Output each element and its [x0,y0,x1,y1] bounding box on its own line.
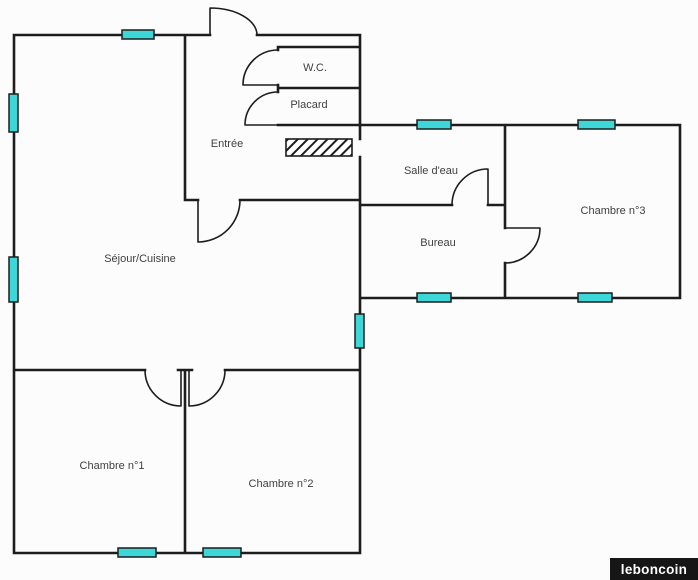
window [8,256,19,303]
windows [8,29,616,558]
watermark-background [610,558,698,580]
watermark-logo-text: leboncoin [621,562,687,577]
leboncoin-watermark: leboncoin [610,558,698,580]
room-label-chambre2: Chambre n°2 [249,478,314,490]
room-label-sejour: Séjour/Cuisine [104,253,176,265]
window [202,547,242,558]
room-label-bureau: Bureau [420,237,455,249]
window [121,29,155,40]
window [577,292,613,303]
room-label-wc: W.C. [303,62,327,74]
door-swing-arcs [144,7,541,407]
window [8,93,19,133]
window [354,313,365,349]
window [416,292,452,303]
window [577,119,616,130]
hatched-threshold [285,138,353,157]
doors [144,7,541,407]
room-label-placard: Placard [290,99,327,111]
room-labels: W.C. Placard Entrée Salle d'eau Chambre … [80,62,646,490]
room-label-entree: Entrée [211,138,243,150]
window [416,119,452,130]
window [117,547,157,558]
room-label-chambre1: Chambre n°1 [80,460,145,472]
room-label-chambre3: Chambre n°3 [581,205,646,217]
room-label-salle-deau: Salle d'eau [404,165,458,177]
